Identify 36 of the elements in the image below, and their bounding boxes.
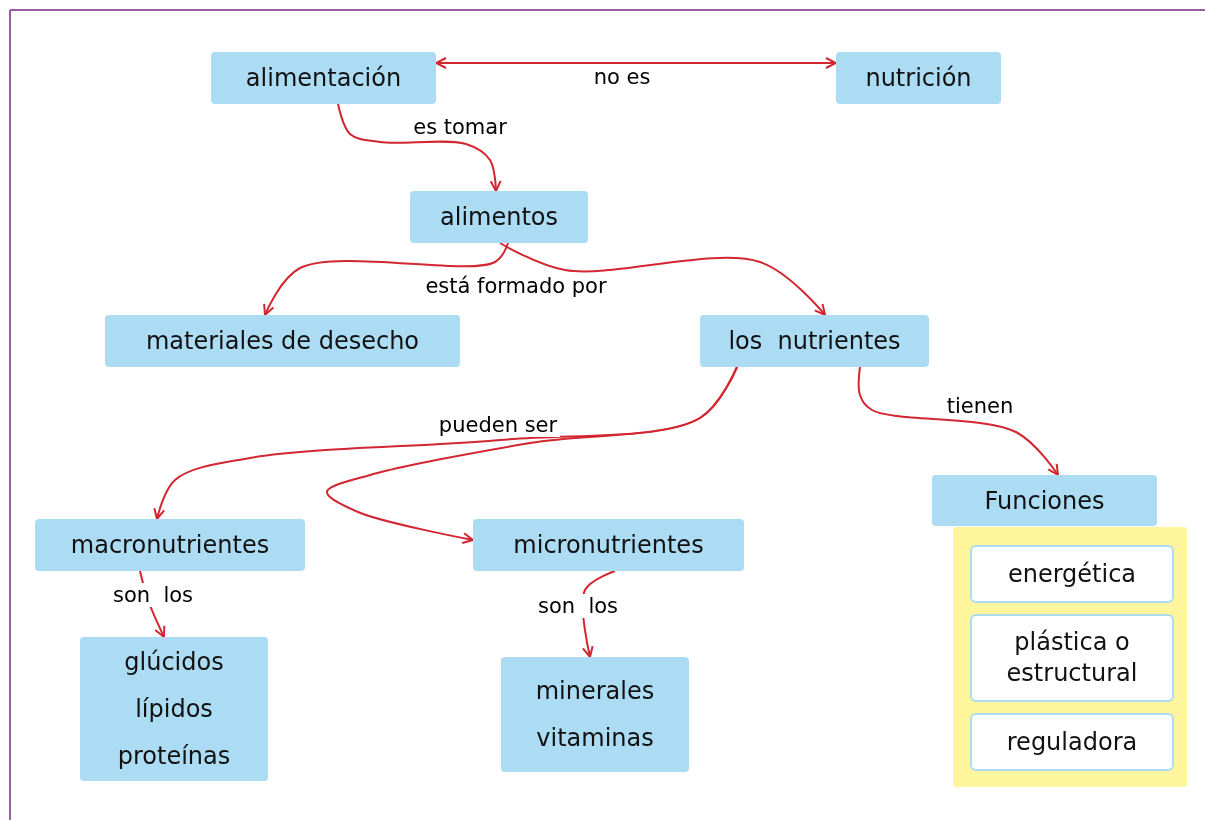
arrow (857, 366, 1059, 476)
arrow (263, 242, 509, 316)
concept-box (970, 713, 1174, 771)
concept-label: micronutrientes (513, 531, 704, 559)
concept-box (970, 614, 1174, 702)
concept-label: proteínas (117, 740, 231, 772)
concept-box (932, 475, 1157, 526)
concept-label: los nutrientes (728, 327, 901, 355)
concept-box (211, 52, 436, 104)
concept-box (836, 52, 1001, 104)
panel (953, 527, 1187, 787)
concept-label: nutrición (865, 64, 972, 92)
concept-box (473, 519, 744, 571)
concept-label: alimentación (245, 64, 402, 92)
concept-box (35, 519, 305, 571)
concept-label: alimentos (440, 203, 558, 231)
arrow (326, 366, 738, 544)
concept-label: glúcidos (124, 646, 224, 678)
concept-box (501, 657, 689, 772)
concept-box (80, 637, 268, 781)
concept-box (105, 315, 460, 367)
concept-label: plástica o estructural (1005, 627, 1139, 689)
concept-label: minerales (535, 675, 655, 707)
concept-label: energética (1007, 558, 1137, 590)
concept-label: Funciones (984, 486, 1105, 515)
concept-label: materiales de desecho (145, 327, 420, 355)
concept-label: vitaminas (536, 722, 654, 754)
concept-label: macronutrientes (70, 531, 270, 559)
concept-label: lípidos (135, 693, 213, 725)
concept-box (700, 315, 929, 367)
arrow (337, 103, 502, 192)
arrow (435, 57, 837, 69)
concept-box (970, 545, 1174, 603)
arrow (499, 242, 826, 316)
concept-label: reguladora (1006, 726, 1138, 758)
concept-box (410, 191, 588, 243)
